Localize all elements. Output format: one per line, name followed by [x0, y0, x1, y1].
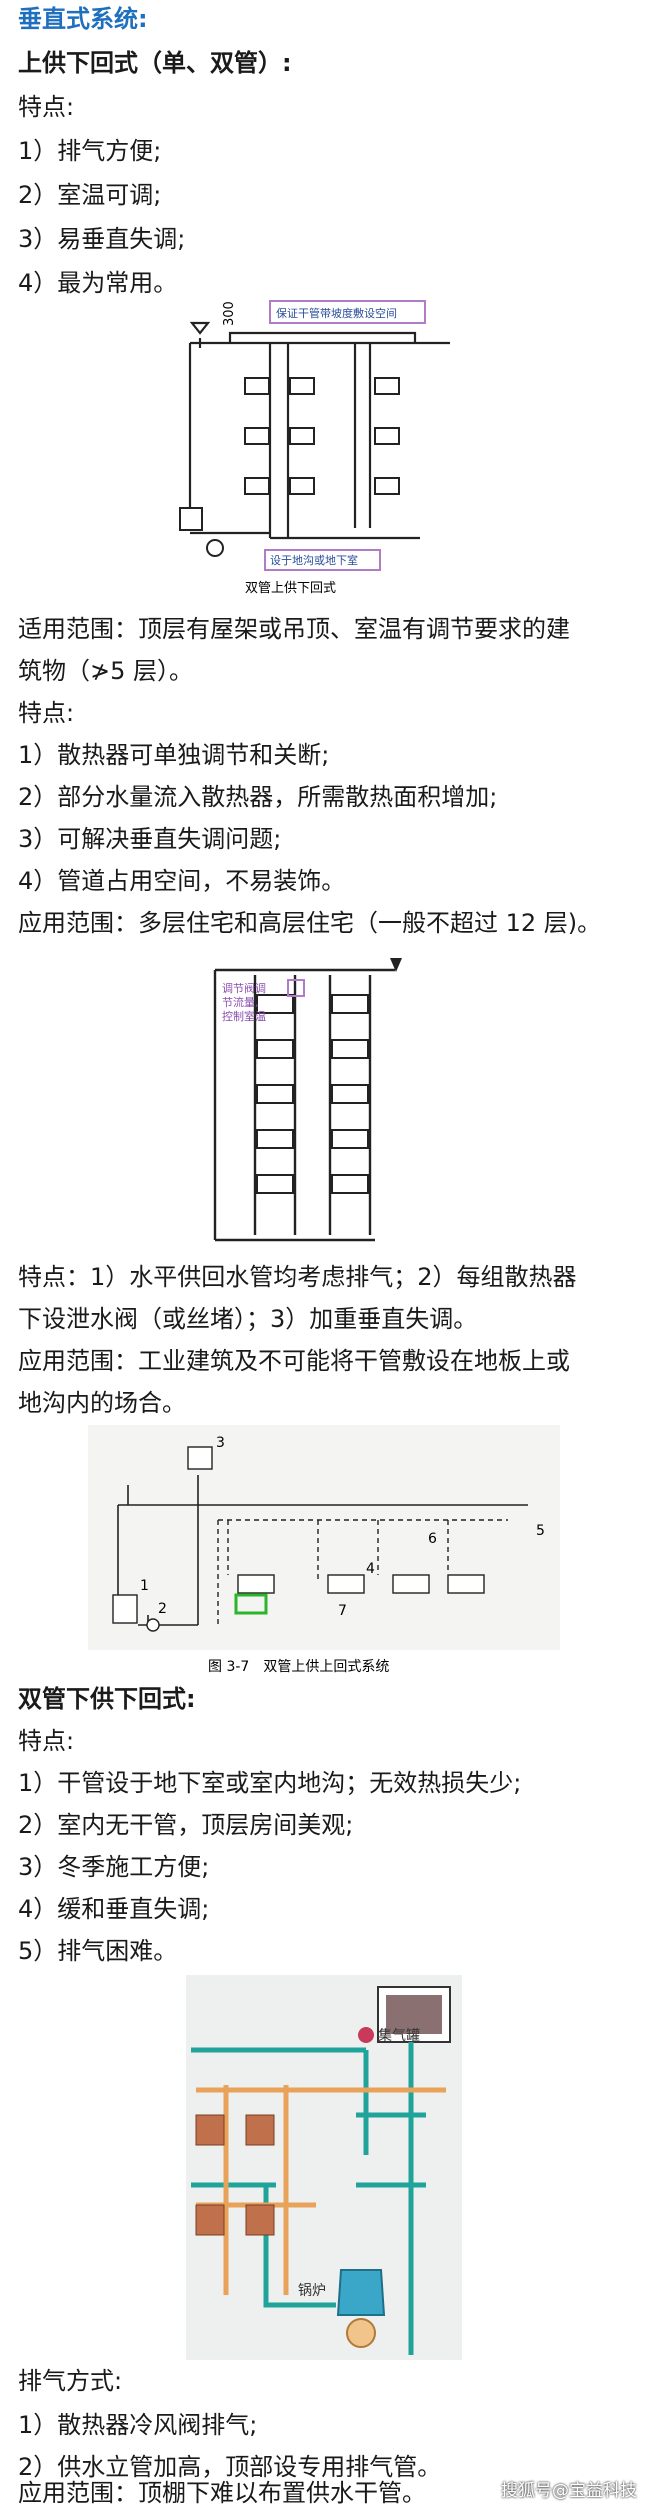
annotation-line: 节流量,: [222, 995, 259, 1009]
figure-label: 6: [428, 1531, 437, 1547]
scope-text: 适用范围：顶层有屋架或吊顶、室温有调节要求的建: [18, 615, 570, 643]
scope-text: 地沟内的场合。: [18, 1389, 186, 1417]
dimension-label: 300: [222, 301, 237, 326]
feature-item: 5）排气困难。: [18, 1937, 178, 1965]
watermark: 搜狐号@宝益科技: [501, 2481, 637, 2501]
figure-caption: 双管上供下回式: [245, 581, 336, 596]
figure-label: 3: [216, 1435, 225, 1451]
figure-label: 1: [140, 1578, 149, 1594]
features-label: 特点:: [18, 93, 75, 121]
figure-single-pipe-system: 调节阀调 节流量, 控制室温: [200, 950, 440, 1255]
scope-text: 筑物（≯5 层）。: [18, 657, 194, 685]
feature-item: 3）冬季施工方便;: [18, 1853, 210, 1881]
annotation-top: 保证干管带坡度敷设空间: [276, 306, 397, 320]
exhaust-item: 1）散热器冷风阀排气;: [18, 2411, 258, 2439]
feature-item: 1）干管设于地下室或室内地沟；无效热损失少;: [18, 1769, 522, 1797]
label-air-tank: 集气罐: [378, 2027, 420, 2044]
exhaust-label: 排气方式:: [18, 2367, 123, 2395]
figure-caption: 图 3-7 双管上供上回式系统: [208, 1659, 389, 1675]
section1-title: 上供下回式（单、双管）:: [18, 49, 292, 77]
figure-double-pipe-up-down: 300 保证干管带坡度敷设空间 设于地沟或地下室 双管上供下回式: [170, 298, 480, 600]
feature-item: 2）室内无干管，顶层房间美观;: [18, 1811, 354, 1839]
features-text: 下设泄水阀（或丝堵）；3）加重垂直失调。: [18, 1305, 478, 1333]
annotation-line: 控制室温: [222, 1009, 266, 1023]
page-heading: 垂直式系统:: [18, 5, 148, 33]
scope-text: 应用范围：顶棚下难以布置供水干管。: [18, 2479, 426, 2507]
section2-title: 双管下供下回式:: [18, 1685, 196, 1713]
scope-text: 应用范围：工业建筑及不可能将干管敷设在地板上或: [18, 1347, 570, 1375]
annotation-bottom: 设于地沟或地下室: [270, 553, 358, 567]
feature-item: 1）散热器可单独调节和关断;: [18, 741, 330, 769]
feature-item: 4）管道占用空间，不易装饰。: [18, 867, 346, 895]
figure-double-pipe-down-down: 集气罐 锅炉: [186, 1975, 462, 2360]
figure-label: 5: [536, 1523, 545, 1539]
figure-label: 4: [366, 1561, 375, 1577]
feature-item: 3）易垂直失调;: [18, 225, 186, 253]
feature-item: 3）可解决垂直失调问题;: [18, 825, 282, 853]
features-label: 特点:: [18, 699, 75, 727]
features-text: 特点：1）水平供回水管均考虑排气；2）每组散热器: [18, 1263, 577, 1291]
scope-text: 应用范围：多层住宅和高层住宅（一般不超过 12 层)。: [18, 909, 602, 937]
exhaust-item: 2）供水立管加高，顶部设专用排气管。: [18, 2453, 442, 2481]
figure-double-pipe-up-up: 1 2 3 4 5 6 7 图 3-7 双管上供上回式系统: [88, 1425, 560, 1680]
feature-item: 4）最为常用。: [18, 269, 178, 297]
feature-item: 2）室温可调;: [18, 181, 162, 209]
feature-item: 4）缓和垂直失调;: [18, 1895, 210, 1923]
figure-label: 7: [338, 1603, 347, 1619]
label-boiler: 锅炉: [298, 2283, 326, 2299]
feature-item: 1）排气方便;: [18, 137, 162, 165]
annotation-line: 调节阀调: [222, 981, 266, 995]
figure-label: 2: [158, 1601, 167, 1617]
feature-item: 2）部分水量流入散热器，所需散热面积增加;: [18, 783, 498, 811]
features-label: 特点:: [18, 1727, 75, 1755]
